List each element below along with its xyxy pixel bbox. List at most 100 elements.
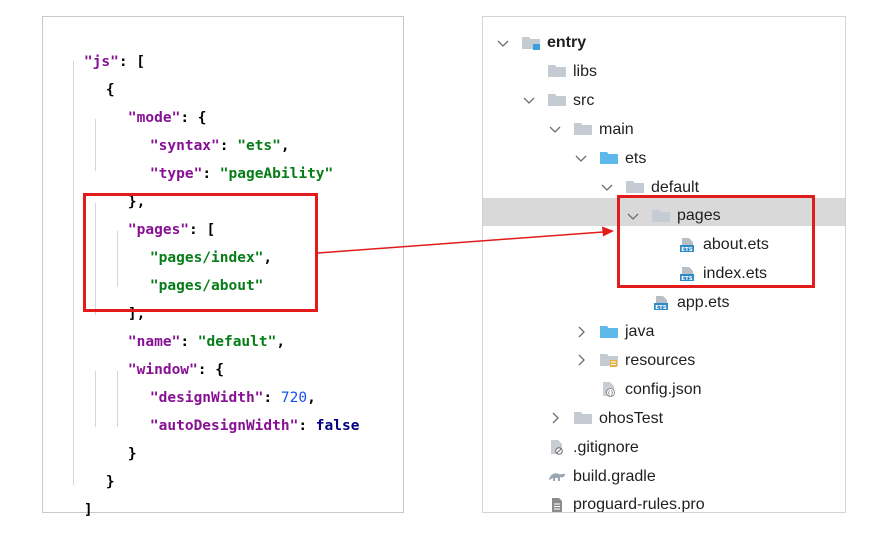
code-line: "pages/about" [115, 244, 264, 294]
chevron-down-icon[interactable] [625, 208, 641, 224]
indent-guide [117, 231, 118, 287]
json-punct: } [105, 474, 115, 490]
chevron-down-icon[interactable] [547, 121, 563, 137]
code-line: "pages": [ [93, 188, 215, 238]
tree-item-label: index.ets [703, 265, 768, 283]
tree-item-gitignore[interactable]: .gitignore [521, 433, 639, 462]
gradle-file-icon [547, 468, 567, 484]
folder-icon [573, 121, 593, 137]
json-punct: : [298, 418, 316, 434]
chevron-right-icon[interactable] [573, 352, 589, 368]
code-line: "mode": { [93, 76, 207, 126]
tree-item-ets[interactable]: ets [573, 144, 646, 173]
chevron-spacer [521, 497, 537, 512]
folder-icon [651, 208, 671, 224]
tree-item-default[interactable]: default [599, 173, 699, 202]
indent-guide [95, 371, 96, 427]
code-editor-panel: "js": [ { "mode": { "syntax": "ets", "ty… [42, 16, 404, 518]
folder-icon [547, 92, 567, 108]
resources-folder-icon [599, 352, 619, 368]
tree-item-ohostest[interactable]: ohosTest [547, 404, 663, 433]
json-punct: { [105, 82, 115, 98]
tree-item-main[interactable]: main [547, 115, 634, 144]
ets-file-icon: ETS [677, 266, 697, 282]
tree-item-label: resources [625, 351, 696, 369]
chevron-down-icon[interactable] [521, 92, 537, 108]
json-punct: : { [197, 362, 224, 378]
json-punct: , [307, 390, 316, 406]
tree-item-app-ets[interactable]: ETS app.ets [625, 288, 729, 317]
json-number: 720 [280, 390, 308, 406]
code-line: ] [49, 468, 93, 518]
json-punct: , [263, 250, 273, 266]
json-string: "pages/about" [149, 278, 264, 294]
code-line: "syntax": "ets", [115, 104, 290, 154]
indent-guide [117, 371, 118, 427]
json-key: "name" [127, 334, 181, 350]
tree-item-label: app.ets [677, 294, 730, 312]
tree-item-label: proguard-rules.pro [573, 496, 705, 513]
chevron-down-icon[interactable] [495, 35, 511, 51]
ets-file-icon: ETS [677, 237, 697, 253]
code-line: "type": "pageAbility" [115, 132, 333, 182]
tree-item-src[interactable]: src [521, 86, 594, 115]
chevron-down-icon[interactable] [599, 179, 615, 195]
tree-item-proguard-rules-pro[interactable]: proguard-rules.pro [521, 490, 705, 513]
svg-text:ETS: ETS [681, 276, 693, 282]
chevron-spacer [625, 295, 641, 311]
tree-item-java[interactable]: java [573, 317, 654, 346]
code-line: "designWidth": 720, [115, 356, 316, 406]
folder-icon [573, 410, 593, 426]
json-key: "autoDesignWidth" [149, 418, 299, 434]
code-line: { [71, 48, 115, 98]
chevron-right-icon[interactable] [573, 324, 589, 340]
tree-item-label: java [625, 323, 655, 340]
chevron-spacer [521, 468, 537, 484]
svg-text:{}: {} [607, 391, 613, 397]
json-punct: }, [127, 194, 146, 210]
folder-icon [625, 179, 645, 195]
code-line: "name": "default", [93, 300, 285, 350]
tree-item-label: default [651, 178, 700, 196]
tree-item-label: .gitignore [573, 438, 639, 456]
code-line: } [71, 440, 115, 490]
tree-item-libs[interactable]: libs [521, 57, 597, 86]
code-line: }, [93, 160, 145, 210]
chevron-right-icon[interactable] [547, 410, 563, 426]
tree-item-label: config.json [625, 380, 702, 398]
tree-item-label: main [599, 120, 634, 138]
json-string: "ets" [237, 138, 281, 154]
tree-item-build-gradle[interactable]: build.gradle [521, 462, 656, 491]
source-folder-icon [599, 150, 619, 166]
json-string: "default" [197, 334, 277, 350]
code-line: "autoDesignWidth": false [115, 384, 360, 434]
json-string: "pageAbility" [219, 166, 334, 182]
chevron-spacer [573, 381, 589, 397]
json-key: "designWidth" [149, 390, 264, 406]
tree-item-entry[interactable]: entry [495, 28, 586, 57]
chevron-down-icon[interactable] [573, 150, 589, 166]
tree-item-label: entry [547, 34, 587, 51]
gitignore-file-icon [547, 439, 567, 455]
tree-item-resources[interactable]: resources [573, 346, 695, 375]
json-punct: , [280, 138, 290, 154]
source-folder-icon [599, 324, 619, 340]
tree-item-config-json[interactable]: {} config.json [573, 375, 702, 404]
indent-guide [73, 61, 74, 485]
json-boolean: false [315, 418, 360, 434]
svg-text:ETS: ETS [655, 305, 667, 311]
code-line: "window": { [93, 328, 224, 378]
json-punct: : [263, 390, 281, 406]
tree-item-label: build.gradle [573, 467, 656, 485]
code-line: "pages/index", [115, 216, 272, 266]
tree-item-index-ets[interactable]: ETS index.ets [651, 259, 767, 288]
tree-item-pages[interactable]: pages [625, 201, 721, 230]
pages-folder-highlight-box [617, 195, 815, 288]
tree-item-label: ohosTest [599, 409, 664, 427]
tree-item-label: libs [573, 62, 598, 80]
json-string: "pages/index" [149, 250, 264, 266]
json-punct: : [ [189, 222, 216, 238]
json-key: "pages" [127, 222, 190, 238]
